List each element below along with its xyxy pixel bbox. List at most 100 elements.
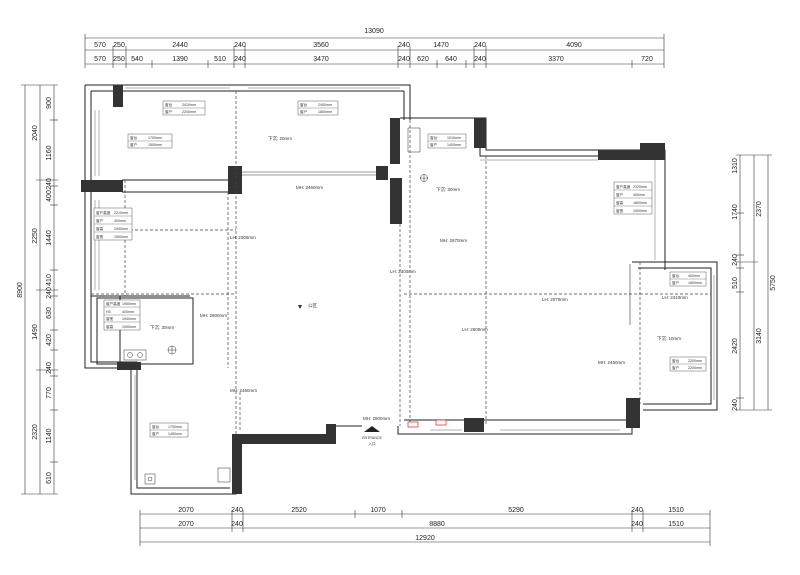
svg-text:ENTRANCE: ENTRANCE (362, 436, 382, 440)
bottom-row2-dims: 2070 240 8880 240 1510 (178, 521, 684, 528)
svg-text:240: 240 (46, 287, 53, 299)
svg-text:240: 240 (732, 399, 739, 411)
svg-text:1070: 1070 (370, 507, 386, 514)
svg-text:770: 770 (46, 387, 53, 399)
svg-text:1450mm: 1450mm (168, 432, 182, 436)
svg-text:510: 510 (214, 56, 226, 63)
svg-text:2200mm: 2200mm (688, 366, 702, 370)
top-row2-dims: 570 250 540 1390 510 240 3470 240 620 64… (94, 56, 653, 63)
lh-left-label: LH: 2300mm (230, 235, 256, 240)
svg-text:1940mm: 1940mm (122, 317, 136, 321)
svg-text:窗户高度: 窗户高度 (96, 210, 111, 215)
tag-balcony-1: 窗台 窗户 400mm 1800mm (669, 271, 707, 287)
svg-text:620: 620 (417, 56, 429, 63)
floor-drain-icon (167, 345, 177, 355)
svg-text:2320mm: 2320mm (633, 185, 647, 189)
bath-right-drop-label: 下沉: 30mm (436, 186, 460, 193)
svg-text:250: 250 (113, 42, 125, 49)
svg-text:2440: 2440 (172, 42, 188, 49)
bottom-row1-dims: 2070 240 2520 1070 5290 240 1510 (178, 507, 684, 514)
svg-text:1490: 1490 (32, 324, 39, 340)
svg-text:窗户: 窗户 (672, 280, 680, 285)
svg-text:1400mm: 1400mm (447, 143, 461, 147)
svg-text:900: 900 (46, 97, 53, 109)
svg-text:2410mm: 2410mm (182, 103, 196, 107)
vanity-icon (407, 127, 421, 153)
svg-text:2070: 2070 (178, 521, 194, 528)
svg-text:1500mm: 1500mm (114, 235, 128, 239)
svg-text:1740: 1740 (732, 204, 739, 220)
svg-text:610: 610 (46, 472, 53, 484)
svg-text:2370: 2370 (756, 201, 763, 217)
svg-text:窗户: 窗户 (616, 192, 624, 197)
svg-text:窗户: 窗户 (130, 142, 138, 147)
svg-text:1800mm: 1800mm (318, 110, 332, 114)
svg-text:窗台: 窗台 (300, 102, 308, 107)
kitchen-mh-label: MH: 2600mm (200, 313, 227, 318)
svg-text:540: 540 (131, 56, 143, 63)
svg-text:400mm: 400mm (114, 219, 126, 223)
svg-text:240: 240 (46, 178, 53, 190)
lh-right-label: LH: 2070mm (542, 297, 568, 302)
svg-text:1390: 1390 (172, 56, 188, 63)
svg-text:1510: 1510 (668, 521, 684, 528)
svg-text:窗户: 窗户 (672, 365, 680, 370)
svg-text:240: 240 (732, 254, 739, 266)
stove-icon (123, 349, 147, 361)
svg-text:1700mm: 1700mm (168, 425, 182, 429)
right-row1-dims: 2370 3140 (756, 201, 763, 344)
tag-topleft-1: 窗台 窗户 2410mm 2200mm (162, 100, 206, 116)
svg-text:240: 240 (474, 42, 486, 49)
svg-text:入口: 入口 (368, 441, 376, 446)
svg-text:3370: 3370 (548, 56, 564, 63)
svg-text:240: 240 (234, 56, 246, 63)
center-area-label: 公区 (308, 303, 317, 308)
bath-drain-icon (420, 174, 428, 182)
svg-text:5290: 5290 (508, 507, 524, 514)
bottom-total-dim: 12920 (415, 535, 435, 542)
svg-text:240: 240 (231, 521, 243, 528)
balcony-drop-label: 下沉: 10mm (657, 335, 681, 342)
sliding-door (242, 171, 376, 176)
top-dimensions (85, 37, 664, 65)
svg-text:2200mm: 2200mm (688, 359, 702, 363)
svg-text:4090: 4090 (566, 42, 582, 49)
tag-right-room: 窗户高度 窗户 窗高 窗宽 2320mm 400mm 1800mm 1500mm (613, 181, 653, 215)
svg-text:1470: 1470 (433, 42, 449, 49)
svg-text:窗台: 窗台 (672, 273, 680, 278)
top-total-dim: 13090 (364, 28, 384, 35)
svg-text:3140: 3140 (756, 328, 763, 344)
svg-text:窗户: 窗户 (300, 109, 308, 114)
svg-text:2210mm: 2210mm (114, 211, 128, 215)
svg-text:720: 720 (641, 56, 653, 63)
svg-text:窗户: 窗户 (430, 142, 438, 147)
lh-right2-label: LH: 2500mm (462, 327, 488, 332)
svg-text:2040: 2040 (32, 125, 39, 141)
meter-box (407, 421, 419, 428)
beam-lines (91, 91, 711, 436)
entrance-mh-label: MH: 2800mm (363, 416, 390, 421)
living-mh-label: MH: 2460mm (296, 185, 323, 190)
windows (94, 87, 715, 480)
svg-text:400mm: 400mm (122, 310, 134, 314)
svg-text:400mm: 400mm (688, 274, 700, 278)
svg-text:窗宽: 窗宽 (96, 234, 104, 239)
svg-text:570: 570 (94, 42, 106, 49)
svg-text:窗高: 窗高 (616, 200, 624, 205)
tag-topmid: 窗台 窗户 2400mm 1800mm (297, 100, 339, 116)
svg-text:240: 240 (631, 521, 643, 528)
svg-text:240: 240 (474, 56, 486, 63)
svg-text:2400mm: 2400mm (318, 103, 332, 107)
svg-text:窗户: 窗户 (96, 218, 104, 223)
svg-text:2520: 2520 (291, 507, 307, 514)
tag-kitchen: 窗户高度 H3 窗宽 窗高 1950mm 400mm 1940mm 1900mm (103, 299, 141, 331)
svg-text:窗高: 窗高 (106, 324, 114, 329)
svg-text:1500mm: 1500mm (148, 143, 162, 147)
tag-left-room: 窗户高度 窗户 窗高 窗宽 2210mm 400mm 1940mm 1500mm (93, 207, 133, 241)
svg-text:1440: 1440 (46, 230, 53, 246)
svg-text:1950mm: 1950mm (122, 302, 136, 306)
svg-text:510: 510 (732, 277, 739, 289)
svg-text:窗户高度: 窗户高度 (106, 301, 121, 306)
svg-text:240: 240 (631, 507, 643, 514)
